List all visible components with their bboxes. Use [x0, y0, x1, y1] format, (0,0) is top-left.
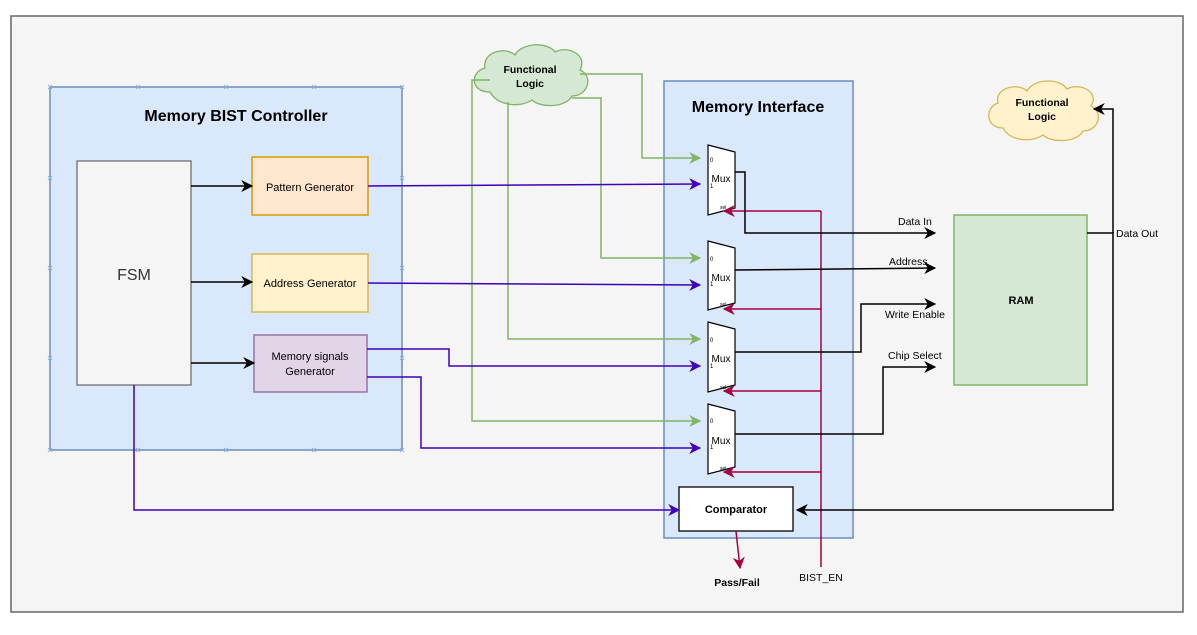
mux-select-label: sel [720, 466, 726, 472]
address-to-mux2-wire [367, 278, 702, 291]
mux-label: Mux [712, 354, 731, 365]
fl-wire-mux1 [580, 73, 702, 164]
pass-fail-label: Pass/Fail [714, 577, 760, 589]
mux-input-0-label: 0 [710, 419, 714, 425]
mux-chip-select: Mux 0 1 sel [707, 403, 736, 475]
functional-logic-left-line1: Functional [503, 64, 556, 76]
mux-write-enable: Mux 0 1 sel [707, 321, 736, 393]
mux-input-1-label: 1 [710, 184, 714, 190]
fsm-to-comparator-wire [133, 385, 681, 516]
mux2-to-ram-address-wire [734, 262, 937, 275]
address-label: Address [889, 256, 928, 268]
address-generator-label: Address Generator [264, 278, 357, 290]
bist-en-label: BIST_EN [799, 572, 843, 584]
mux-output-wires [734, 103, 1114, 516]
mux-address: Mux 0 1 sel [707, 240, 736, 311]
data-out-label: Data Out [1116, 228, 1158, 240]
ram-block [953, 214, 1088, 386]
mux-data-in: Mux 0 1 sel [707, 144, 736, 216]
fsm-label: FSM [117, 267, 151, 284]
memory-signals-generator-block [253, 334, 368, 393]
memory-signals-generator-label-line2: Generator [285, 366, 335, 378]
pattern-to-mux1-wire [367, 178, 702, 191]
functional-logic-right-line2: Logic [1028, 111, 1056, 123]
functional-logic-right-line1: Functional [1015, 97, 1068, 109]
memsig-to-mux4-wire [367, 376, 702, 454]
mux-select-label: sel [720, 302, 726, 308]
data-out-to-functional-logic-wire [1092, 103, 1114, 233]
functional-logic-left-line2: Logic [516, 78, 544, 90]
fl-wire-mux3 [507, 102, 702, 345]
mux-input-1-label: 1 [710, 364, 714, 370]
generator-wires [133, 178, 702, 516]
mux-label: Mux [712, 436, 731, 447]
memory-interface-title: Memory Interface [692, 99, 825, 116]
mux-input-1-label: 1 [710, 282, 714, 288]
mux3-to-ram-write-enable-wire [735, 298, 937, 353]
mux-input-0-label: 0 [710, 257, 714, 263]
mux-label: Mux [712, 174, 731, 185]
memory-signals-generator-label-line1: Memory signals [271, 351, 349, 363]
data-in-label: Data In [898, 216, 932, 228]
fl-wire-mux4 [471, 79, 702, 427]
fsm-block [76, 160, 192, 386]
write-enable-label: Write Enable [885, 309, 945, 321]
address-generator-block [251, 253, 369, 313]
mux-label: Mux [712, 273, 731, 284]
functional-logic-cloud-right: Functional Logic [988, 80, 1100, 142]
ram-label: RAM [1008, 295, 1033, 307]
fl-wire-mux2 [572, 97, 702, 264]
mux-input-0-label: 0 [710, 338, 714, 344]
mux-input-1-label: 1 [710, 445, 714, 451]
selection-handles [47, 84, 405, 453]
mux-select-label: sel [720, 205, 726, 211]
bist-controller-title: Memory BIST Controller [144, 108, 327, 125]
comparator-pass-fail-wire [732, 530, 745, 570]
functional-logic-wires [471, 73, 702, 427]
mux4-to-ram-chip-select-wire [735, 361, 937, 435]
mux-select-label: sel [720, 385, 726, 391]
mux-input-0-label: 0 [710, 158, 714, 164]
pattern-generator-label: Pattern Generator [266, 182, 354, 194]
ram-data-out-wire [795, 232, 1114, 516]
comparator-label: Comparator [705, 504, 768, 516]
bist-en-wires [722, 205, 822, 570]
functional-logic-cloud-left: Functional Logic [473, 44, 589, 107]
mux1-to-ram-data-in-wire [735, 171, 937, 239]
memsig-to-mux3-wire [367, 348, 702, 372]
chip-select-label: Chip Select [888, 350, 942, 362]
